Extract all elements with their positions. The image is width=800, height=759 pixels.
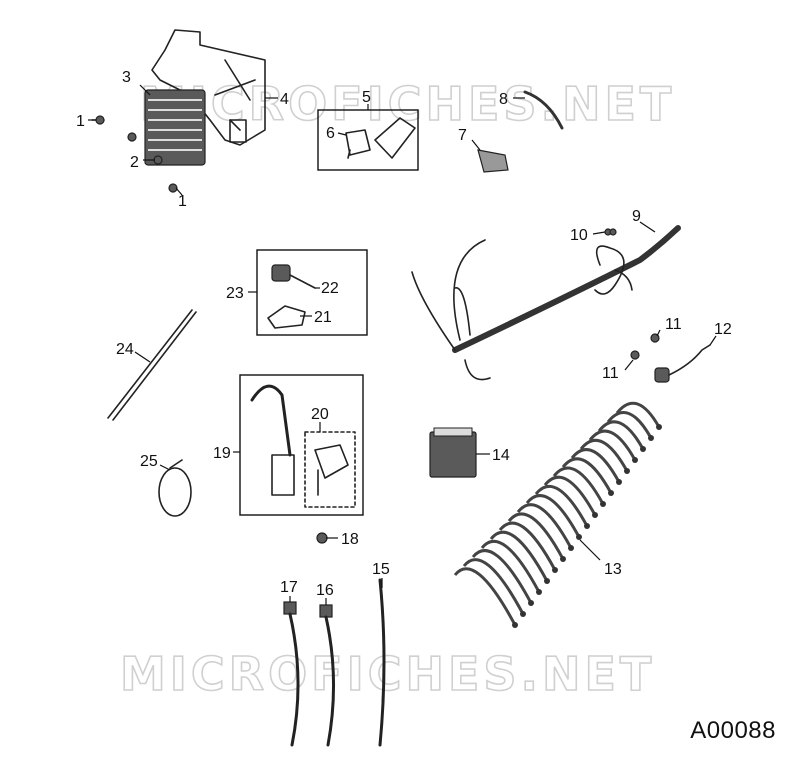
callout-19: 19 xyxy=(213,445,231,462)
lead-wire xyxy=(471,549,533,604)
lead-wire xyxy=(480,539,541,593)
part-15-lead xyxy=(378,578,386,747)
lead-terminal xyxy=(536,589,542,595)
lead-wire xyxy=(606,411,653,439)
leader-lines xyxy=(88,84,717,605)
lead-terminal xyxy=(640,446,646,452)
part-1-screw-b xyxy=(168,183,178,193)
part-25-tie xyxy=(158,459,192,517)
lead-terminal xyxy=(624,468,630,474)
part-8-strap xyxy=(523,90,564,130)
lead-terminal xyxy=(520,611,526,617)
callout-4: 4 xyxy=(280,91,289,108)
lead-terminal xyxy=(512,622,518,628)
callout-20: 20 xyxy=(311,406,329,423)
lead-wire xyxy=(525,494,581,538)
part-4-bracket xyxy=(151,29,266,146)
lead-terminal xyxy=(584,523,590,529)
part-6-relay xyxy=(345,129,371,159)
lead-terminal xyxy=(632,457,638,463)
callout-16: 16 xyxy=(316,582,334,599)
callout-21: 21 xyxy=(314,309,332,326)
lead-terminal xyxy=(576,534,582,540)
lead-wire xyxy=(507,512,565,560)
lead-wire xyxy=(543,475,597,516)
callout-6: 6 xyxy=(326,125,335,142)
lead-wire xyxy=(570,448,621,483)
callouts: 1 1 2 3 4 5 6 7 8 9 10 11 11 12 13 14 15… xyxy=(76,69,732,599)
callout-1b: 1 xyxy=(178,193,187,210)
part-19-coil xyxy=(250,384,295,496)
lead-wire xyxy=(579,438,629,472)
callout-12: 12 xyxy=(714,321,732,338)
lead-terminal xyxy=(600,501,606,507)
lead-wire xyxy=(597,420,645,450)
lead-wire xyxy=(453,567,517,626)
callout-23: 23 xyxy=(226,285,244,302)
part-23-box xyxy=(256,249,368,336)
lead-terminal xyxy=(568,545,574,551)
lead-terminal xyxy=(560,556,566,562)
callout-17: 17 xyxy=(280,579,298,596)
lead-terminal xyxy=(528,600,534,606)
lead-wire xyxy=(489,530,549,582)
lead-terminal xyxy=(544,578,550,584)
part-20-dash-box xyxy=(304,431,356,508)
callout-13: 13 xyxy=(604,561,622,578)
lead-wire xyxy=(561,457,613,494)
lead-terminal xyxy=(552,567,558,573)
part-14-battery xyxy=(429,427,477,478)
lead-terminal xyxy=(656,424,662,430)
callout-25: 25 xyxy=(140,453,158,470)
part-13-lead-set xyxy=(453,401,662,628)
callout-11b: 11 xyxy=(602,365,619,382)
watermark-bottom: MICROFICHES.NET xyxy=(120,647,655,701)
lead-terminal xyxy=(648,435,654,441)
callout-3: 3 xyxy=(122,69,131,86)
diagram-code: A00088 xyxy=(690,717,776,744)
lead-wire xyxy=(588,429,637,461)
lead-wire xyxy=(552,466,605,505)
callout-22: 22 xyxy=(321,280,339,297)
callout-10: 10 xyxy=(570,227,588,244)
part-21-bracket xyxy=(267,305,306,329)
lead-wire xyxy=(615,401,661,428)
lead-wire xyxy=(498,521,557,571)
part-3-regulator xyxy=(144,89,206,166)
part-11-nut-b xyxy=(630,350,640,360)
callout-1a: 1 xyxy=(76,113,85,130)
part-7-connector xyxy=(477,149,509,173)
part-22-switch xyxy=(271,264,316,289)
lead-terminal xyxy=(592,512,598,518)
lead-wire xyxy=(534,484,589,527)
lead-wire xyxy=(462,558,525,615)
part-9-main-harness xyxy=(411,225,681,381)
lead-terminal xyxy=(608,490,614,496)
part-24-strip xyxy=(107,309,197,421)
callout-11a: 11 xyxy=(665,316,682,333)
callout-5: 5 xyxy=(362,89,371,106)
callout-15: 15 xyxy=(372,561,390,578)
part-12-sensor xyxy=(654,344,711,383)
part-2-screw xyxy=(127,132,163,165)
callout-9: 9 xyxy=(632,208,641,225)
callout-2: 2 xyxy=(130,154,139,171)
callout-7: 7 xyxy=(458,127,467,144)
callout-18: 18 xyxy=(341,531,359,548)
callout-14: 14 xyxy=(492,447,510,464)
lead-terminal xyxy=(616,479,622,485)
part-18-screw xyxy=(316,532,328,544)
part-20-plug-cap xyxy=(314,444,349,496)
lead-wire xyxy=(516,503,573,549)
part-19-box xyxy=(239,374,364,516)
part-5-module xyxy=(374,117,416,159)
callout-24: 24 xyxy=(116,341,134,358)
callout-8: 8 xyxy=(499,91,508,108)
